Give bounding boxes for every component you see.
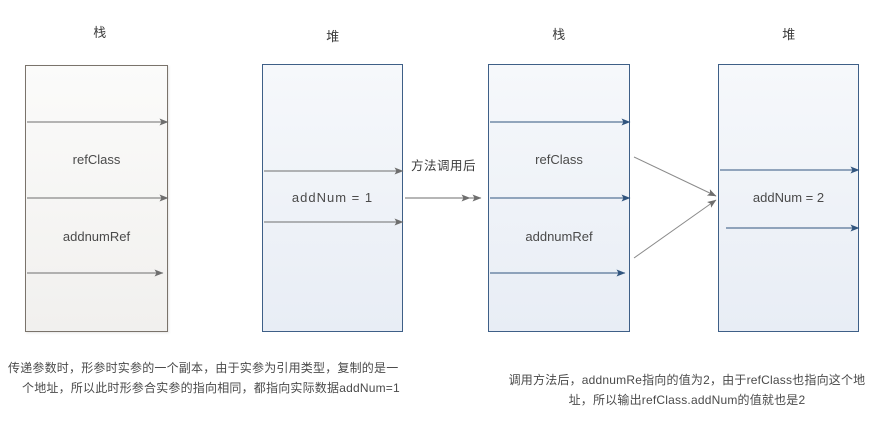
memory-box-stack-after bbox=[488, 64, 630, 332]
memory-box-heap-before bbox=[262, 64, 403, 332]
caption-left-line-1: 传递参数时，形参时实参的一个副本，由于实参为引用类型，复制的是一 bbox=[8, 361, 399, 375]
region-title-stack-before: 栈 bbox=[93, 25, 107, 40]
arrow-refclass-to-heap bbox=[633, 156, 717, 197]
slot-label-refclass-after: refClass bbox=[535, 152, 583, 167]
arrow-addnumref-to-heap bbox=[633, 199, 717, 259]
slot-label-addnum-2: addNum = 2 bbox=[752, 190, 825, 205]
caption-right-line-1: 调用方法后，addnumRe指向的值为2，由于refClass也指向这个地 bbox=[508, 373, 866, 387]
memory-box-heap-after bbox=[718, 64, 859, 332]
caption-left-line-2: 个地址，所以此时形参合实参的指向相同，都指向实际数据addNum=1 bbox=[22, 381, 400, 395]
transition-label-after-method-call: 方法调用后 bbox=[411, 159, 477, 173]
region-title-stack-after: 栈 bbox=[552, 27, 566, 42]
memory-box-stack-before bbox=[25, 65, 168, 332]
region-title-heap-after: 堆 bbox=[782, 27, 796, 42]
slot-label-addnum-1: addNum = 1 bbox=[291, 190, 374, 205]
slot-label-refclass-before: refClass bbox=[72, 152, 121, 167]
slot-label-addnumref-after: addnumRef bbox=[525, 229, 593, 244]
region-title-heap-before: 堆 bbox=[326, 29, 340, 44]
caption-right-line-2: 址，所以输出refClass.addNum的值就也是2 bbox=[568, 393, 806, 407]
caption-right: 调用方法后，addnumRe指向的值为2，由于refClass也指向这个地 址，… bbox=[492, 370, 882, 410]
slot-label-addnumref-before: addnumRef bbox=[62, 229, 131, 244]
caption-left: 传递参数时，形参时实参的一个副本，由于实参为引用类型，复制的是一 个地址，所以此… bbox=[8, 358, 400, 398]
